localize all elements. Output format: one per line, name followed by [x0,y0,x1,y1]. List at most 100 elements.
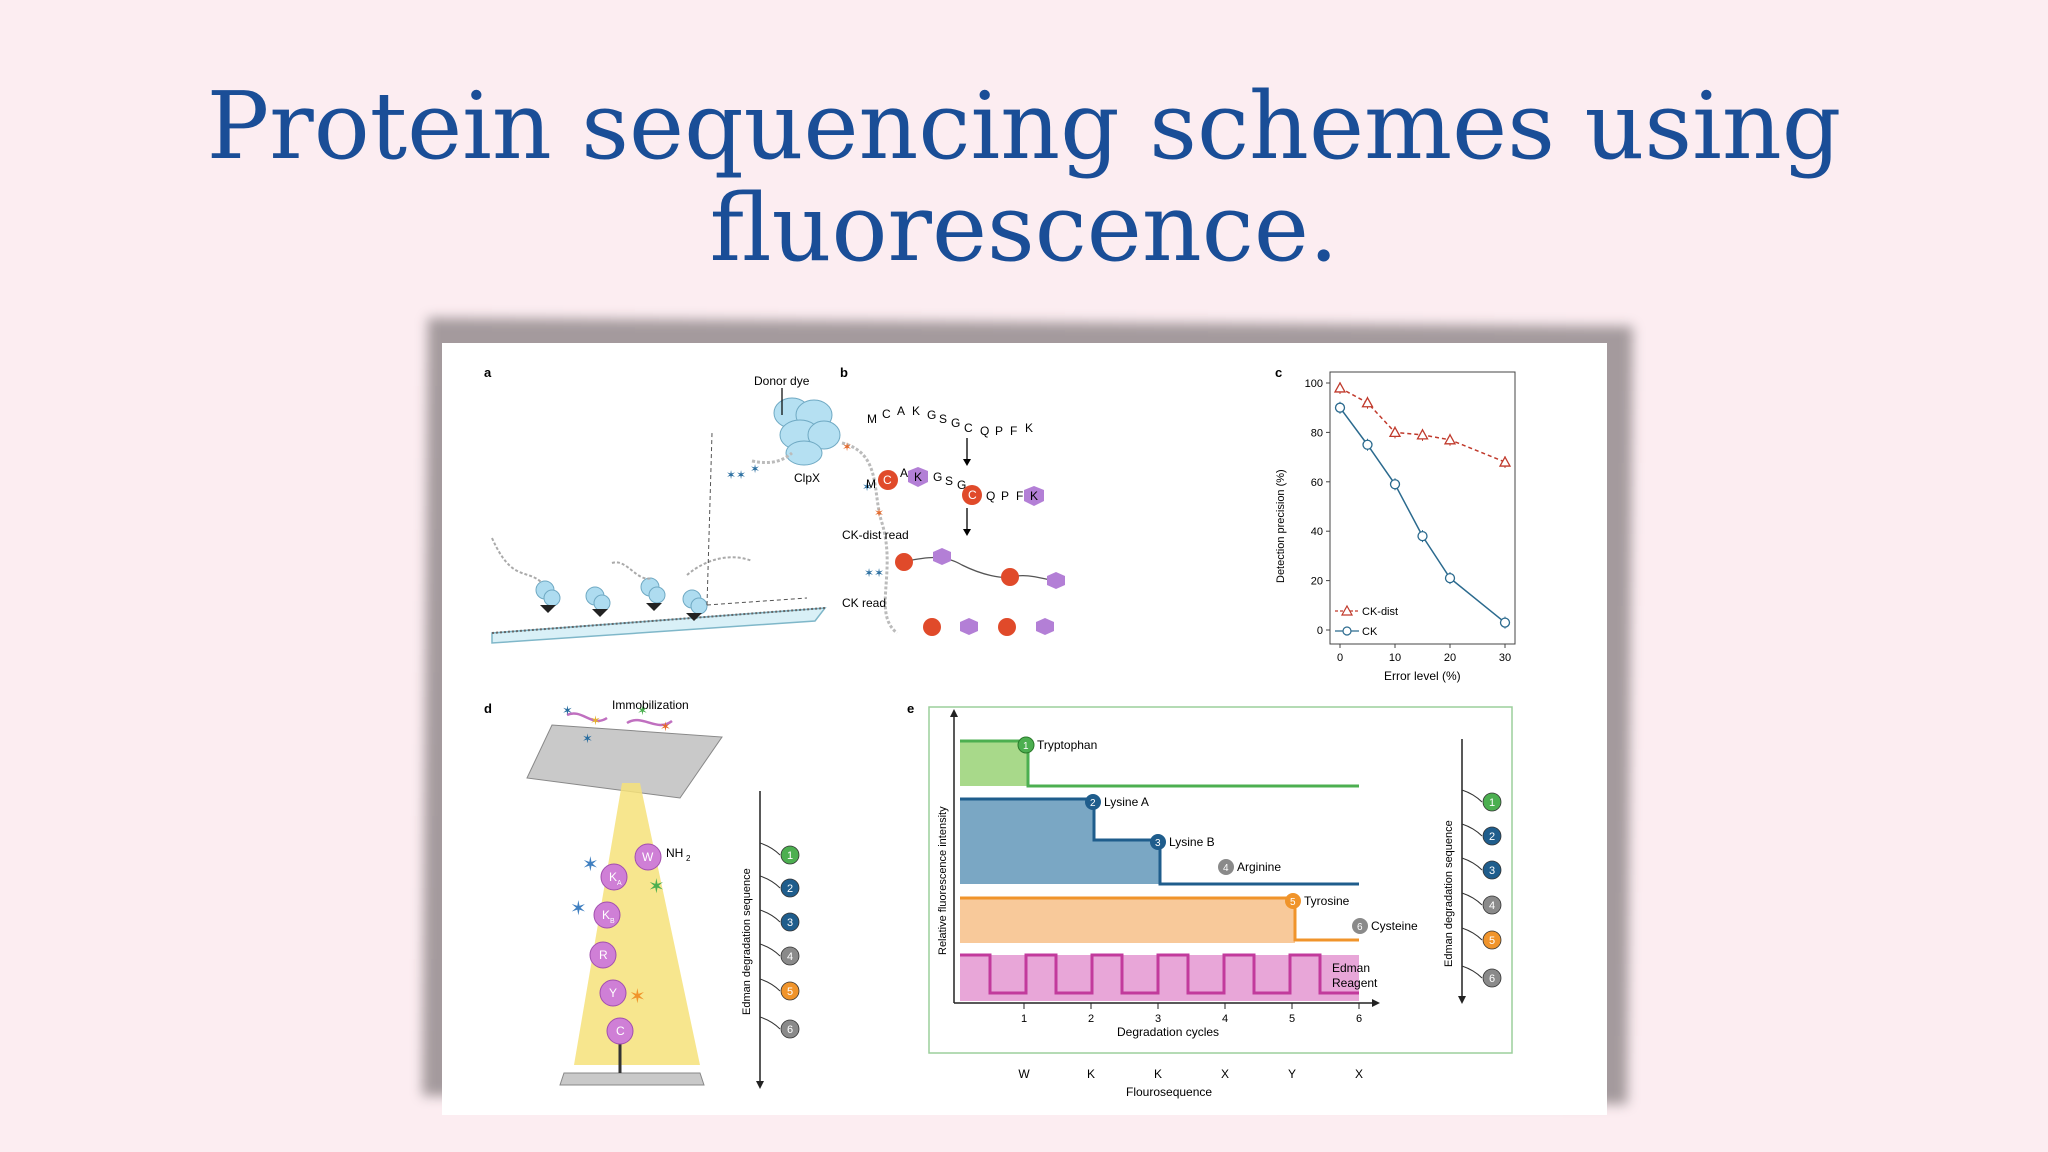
legend-ck-dist-label: CK-dist [1362,606,1398,618]
data-point [1389,479,1401,490]
residue-c: C [616,1024,625,1038]
residue: S [939,412,948,426]
residue: K [914,470,922,484]
step-connector [1461,823,1483,837]
slide-surface [491,607,827,644]
step-number: 4 [1489,900,1495,912]
fluorosequence-letter: K [1087,1067,1095,1081]
step-circle-5 [1482,930,1502,950]
chart-frame [1329,371,1516,645]
arrow-head-2 [963,529,971,536]
zoom-line-1 [706,432,713,606]
data-point [1388,426,1402,438]
e-x-label: Degradation cycles [1117,1025,1219,1039]
residue-kb: K [602,908,610,922]
e-y-axis-head [950,709,958,717]
data-point [1333,381,1347,393]
sequence-labeled: M C A K G S G C Q P F K [866,466,1044,506]
residue-r: R [599,948,608,962]
e-labels: Tryptophan Lysine A Lysine B Arginine Ty… [1037,738,1418,990]
step-number: 4 [787,951,793,963]
step-circle-4 [1482,895,1502,915]
ck-read-label: CK read [842,596,886,610]
svg-text:✶: ✶ [590,713,601,728]
ck-dist-c [1001,568,1019,586]
fluorosequence-letter: W [1018,1067,1030,1081]
y-tick-label: 80 [1311,427,1323,439]
clpx-complexes [535,577,708,615]
chart-y-label: Detection precision (%) [1275,469,1287,583]
step-number: 1 [787,850,793,862]
step-number: 6 [787,1024,793,1036]
data-point [1499,617,1511,628]
lysine-a-label: Lysine A [1104,795,1149,809]
panel-b-label: b [840,365,848,380]
legend-ck-marker [1342,626,1352,636]
svg-text:✶✶: ✶✶ [726,468,746,482]
ck-dist-k [1047,572,1065,589]
marker-1-num: 1 [1023,741,1029,752]
marker-6-num: 6 [1357,922,1363,933]
e-y-label: Relative fluorescence intensity [937,806,949,955]
residue: K [1030,489,1038,503]
residue: G [951,416,961,430]
residue-labels: W K A K B R Y C [599,850,654,1038]
residue: K [1025,421,1034,435]
clpx-label: ClpX [794,471,820,485]
series-line-ck-dist [1339,387,1506,463]
tryptophan-area [960,741,1028,786]
fluorosequence-label: Flourosequence [1126,1085,1212,1099]
residue-y: Y [609,986,617,1000]
data-point [1334,402,1346,413]
step-circle-2 [780,878,800,898]
marker-4 [1218,859,1234,875]
step-circle-3 [780,912,800,932]
donor-dye-label: Donor dye [754,374,810,388]
e-markers: 1 2 3 4 5 6 [1017,736,1368,934]
step-number: 3 [1489,865,1495,877]
figure-svg: a Donor dye ClpX [484,365,1516,1099]
step-connector [1461,892,1483,906]
residue-kb-sub: B [610,918,615,925]
residue: S [945,474,953,488]
residue: C [882,407,892,421]
marker-5 [1285,893,1301,909]
ck-c [998,618,1016,636]
step-circle-5 [780,981,800,1001]
nh2-subscript: 2 [686,854,691,863]
residue: M [867,412,878,426]
edman-axis-d: Edman degradation sequence [741,868,753,1015]
cysteine-dye [962,485,982,505]
residue: G [927,408,937,422]
lysine-dye [1024,486,1044,506]
data-point [1416,428,1429,440]
data-point [1498,455,1512,467]
fluorosequence-letter: X [1355,1067,1363,1081]
step-number: 2 [1489,831,1495,843]
svg-text:✶: ✶ [648,876,665,898]
e-x-tick-label: 5 [1289,1013,1295,1025]
chart-series [1333,381,1512,629]
step-connector [1461,965,1483,979]
residue-w: W [642,850,654,864]
residue: C [964,421,974,435]
edman-arrow-d-head [756,1081,764,1089]
svg-text:✶: ✶ [582,854,599,876]
chain-dyes: ✶ ✶ ✶ ✶ [570,854,665,1008]
svg-text:✶✶: ✶✶ [864,566,884,580]
e-x-tick-label: 2 [1088,1013,1094,1025]
ck-dist-chain [901,556,1058,582]
anchors [540,603,702,621]
residue: P [995,424,1004,438]
series-line-ck [1339,407,1506,624]
residue: G [933,470,942,484]
fluorosequence-letter: X [1221,1067,1229,1081]
tyrosine-label: Tyrosine [1304,894,1350,908]
slide-title: Protein sequencing schemes using fluores… [0,75,2048,279]
dye-stars: ✶✶ ✶ ✶ ✶ ✶✶ ✶ [726,440,884,580]
step-number: 6 [1489,973,1495,985]
